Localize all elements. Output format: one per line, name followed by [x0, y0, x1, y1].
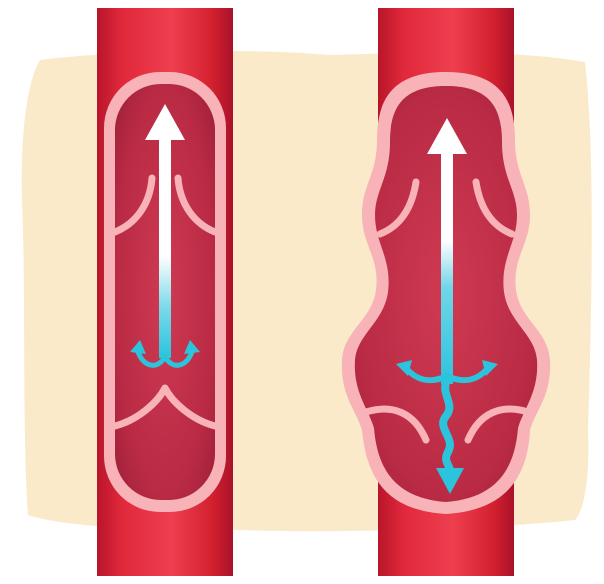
varicose-flow-shaft — [441, 144, 453, 384]
normal-flow-shaft — [159, 130, 171, 358]
normal-vein — [97, 8, 233, 576]
